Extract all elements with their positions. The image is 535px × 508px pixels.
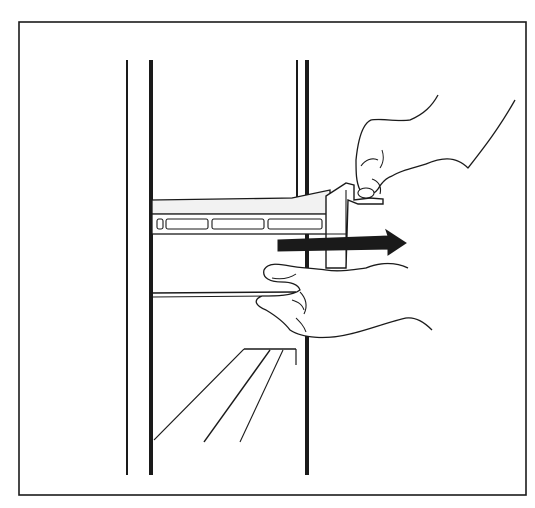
shelf-slot bbox=[211, 218, 265, 230]
upper-shelf bbox=[151, 182, 384, 269]
pull-direction-arrow bbox=[277, 228, 407, 256]
lower-shelf bbox=[151, 291, 297, 298]
lower-hand bbox=[255, 262, 433, 339]
upper-hand-details bbox=[357, 149, 384, 199]
upper-hand bbox=[355, 94, 516, 196]
figure-frame bbox=[18, 21, 527, 496]
lower-hand-details bbox=[271, 273, 307, 333]
shelf-slot bbox=[267, 218, 323, 230]
shelf-slot bbox=[156, 218, 164, 230]
left-cabinet-wall bbox=[126, 60, 153, 475]
shelf-slot bbox=[165, 218, 209, 230]
bottom-compartment bbox=[153, 348, 297, 443]
